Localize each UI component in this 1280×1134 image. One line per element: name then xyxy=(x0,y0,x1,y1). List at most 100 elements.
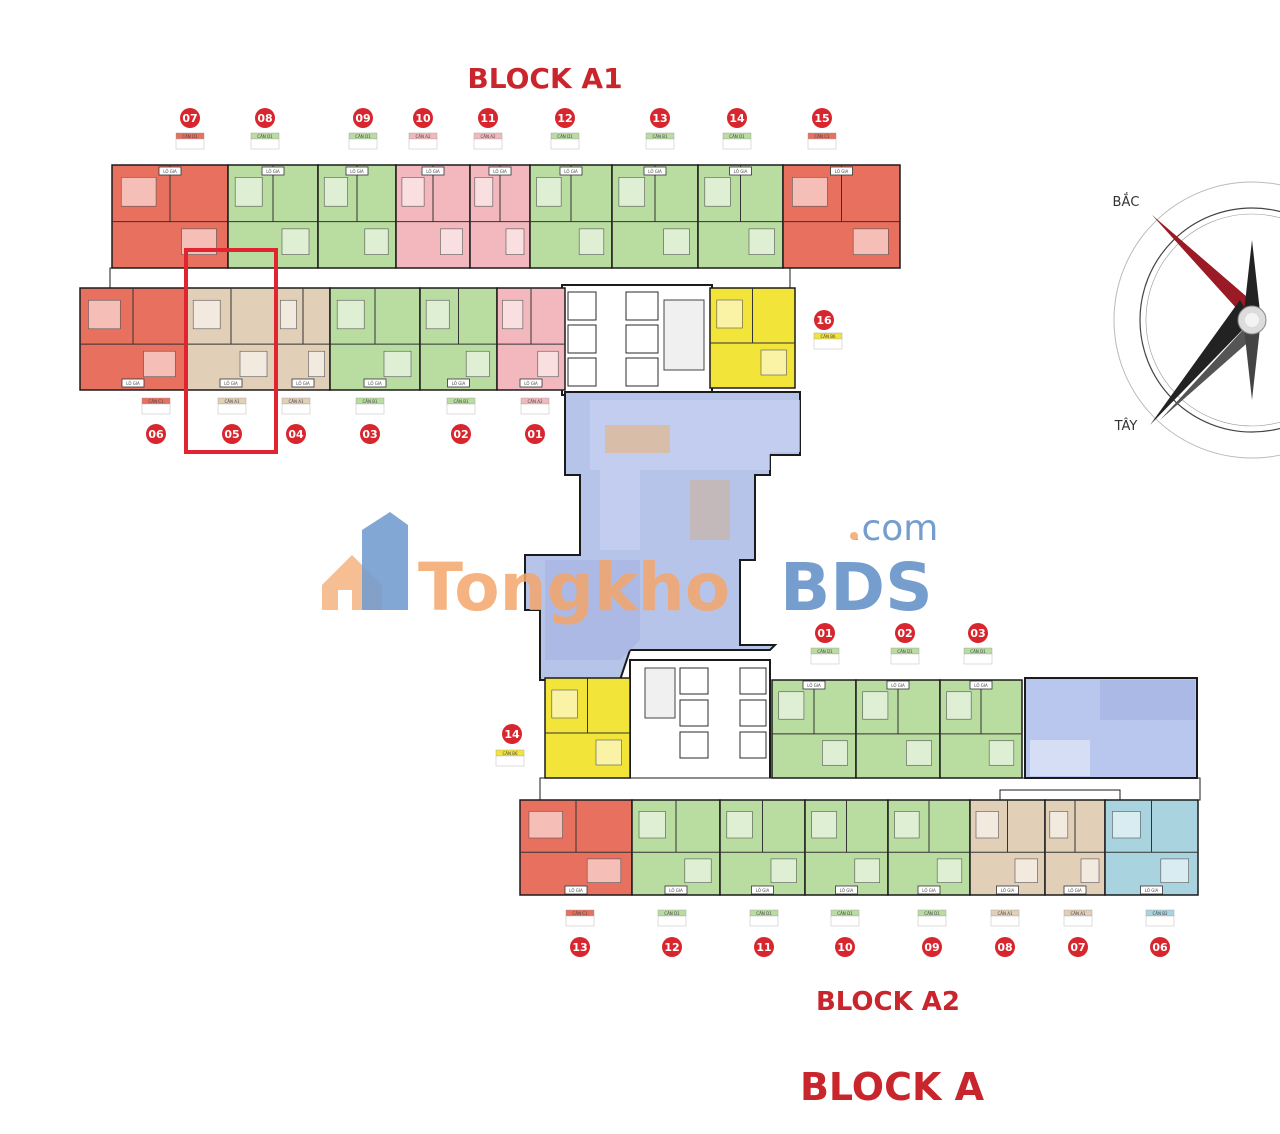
sofa-icon xyxy=(1080,858,1100,883)
unit-type-label: CĂN D1 xyxy=(182,134,198,139)
loggia-label: LÔ GIA xyxy=(922,888,936,893)
unit-number: 04 xyxy=(288,428,304,441)
sofa-icon xyxy=(906,740,932,766)
sofa-icon xyxy=(595,739,622,766)
sofa-icon xyxy=(364,228,389,255)
unit-number-badge xyxy=(478,108,498,128)
unit-area-table xyxy=(408,138,438,150)
loggia xyxy=(886,680,910,690)
lift-7 xyxy=(679,667,709,695)
watermark-suffix: .com xyxy=(850,508,938,549)
bed-icon xyxy=(502,299,524,330)
loggia-label: LÔ GIA xyxy=(350,169,364,174)
bed-icon xyxy=(894,811,920,839)
sofa-icon xyxy=(308,350,325,378)
unit-number-badge xyxy=(650,108,670,128)
unit-area-table xyxy=(890,653,920,665)
sofa-icon xyxy=(822,740,848,766)
unit-number-badge xyxy=(1068,937,1088,957)
sofa-icon xyxy=(1014,858,1038,883)
loggia xyxy=(969,680,993,690)
block-a1-title: BLOCK A1 xyxy=(467,62,622,95)
lift-8 xyxy=(679,699,709,727)
loggia xyxy=(835,885,858,895)
unit-number: 09 xyxy=(924,941,939,954)
lift-9 xyxy=(679,731,709,759)
sofa-icon xyxy=(1160,858,1190,883)
unit-number-badge xyxy=(413,108,433,128)
unit-number-badge xyxy=(570,937,590,957)
unit-type-label: CĂN B6 xyxy=(502,751,518,756)
loggia-label: LÔ GIA xyxy=(296,381,310,386)
unit-area-table xyxy=(645,138,675,150)
unit-type-label: CĂN D1 xyxy=(257,134,273,139)
amenity-gym xyxy=(545,560,640,660)
unit-area-table xyxy=(348,138,378,150)
unit-type-label: CĂN B6 xyxy=(820,334,836,339)
watermark-door xyxy=(338,590,352,610)
unit-area-table xyxy=(1145,915,1175,927)
unit-type-label: CĂN B2 xyxy=(1152,911,1168,916)
watermark-brand-part1: Tongkho xyxy=(418,549,730,626)
loggia-label: LÔ GIA xyxy=(564,169,578,174)
unit-number: 05 xyxy=(224,428,239,441)
watermark-brand-part2: BDS xyxy=(780,549,933,626)
bed-icon xyxy=(88,299,121,330)
unit-type-label: CĂN C1 xyxy=(572,911,588,916)
compass-north-label: BẮC xyxy=(1113,193,1140,210)
unit-number: 06 xyxy=(1152,941,1168,954)
unit-number-badge xyxy=(727,108,747,128)
sofa-icon xyxy=(440,228,463,255)
sofa-icon xyxy=(854,858,880,883)
unit-area-table xyxy=(813,338,843,350)
bed-icon xyxy=(120,177,157,207)
bed-icon xyxy=(528,811,563,839)
bed-icon xyxy=(811,811,837,839)
unit-area-table xyxy=(565,915,595,927)
lift-5 xyxy=(625,324,659,354)
loggia-label: LÔ GIA xyxy=(974,683,988,688)
loggia xyxy=(1063,885,1087,895)
sofa-icon xyxy=(505,228,525,255)
bed-icon xyxy=(638,811,666,839)
unit-number-badge xyxy=(835,937,855,957)
sofa-icon xyxy=(852,228,889,255)
unit-type-label: CĂN B1 xyxy=(362,399,378,404)
highlight-unit-05[interactable] xyxy=(184,248,278,454)
loggia-label: LÔ GIA xyxy=(807,683,821,688)
unit-number-badge xyxy=(222,424,242,444)
unit-number: 03 xyxy=(970,627,985,640)
unit-area-table xyxy=(175,138,205,150)
unit-number-badge xyxy=(754,937,774,957)
unit-06[interactable]: 06 CĂN B2 xyxy=(1104,799,1199,957)
bed-icon xyxy=(716,299,743,329)
unit-type-label: CĂN A1 xyxy=(224,399,240,404)
unit-type-label: CĂN D1 xyxy=(664,911,680,916)
loggia-label: LÔ GIA xyxy=(840,888,854,893)
sofa-icon xyxy=(143,350,176,378)
unit-number: 13 xyxy=(652,112,667,125)
